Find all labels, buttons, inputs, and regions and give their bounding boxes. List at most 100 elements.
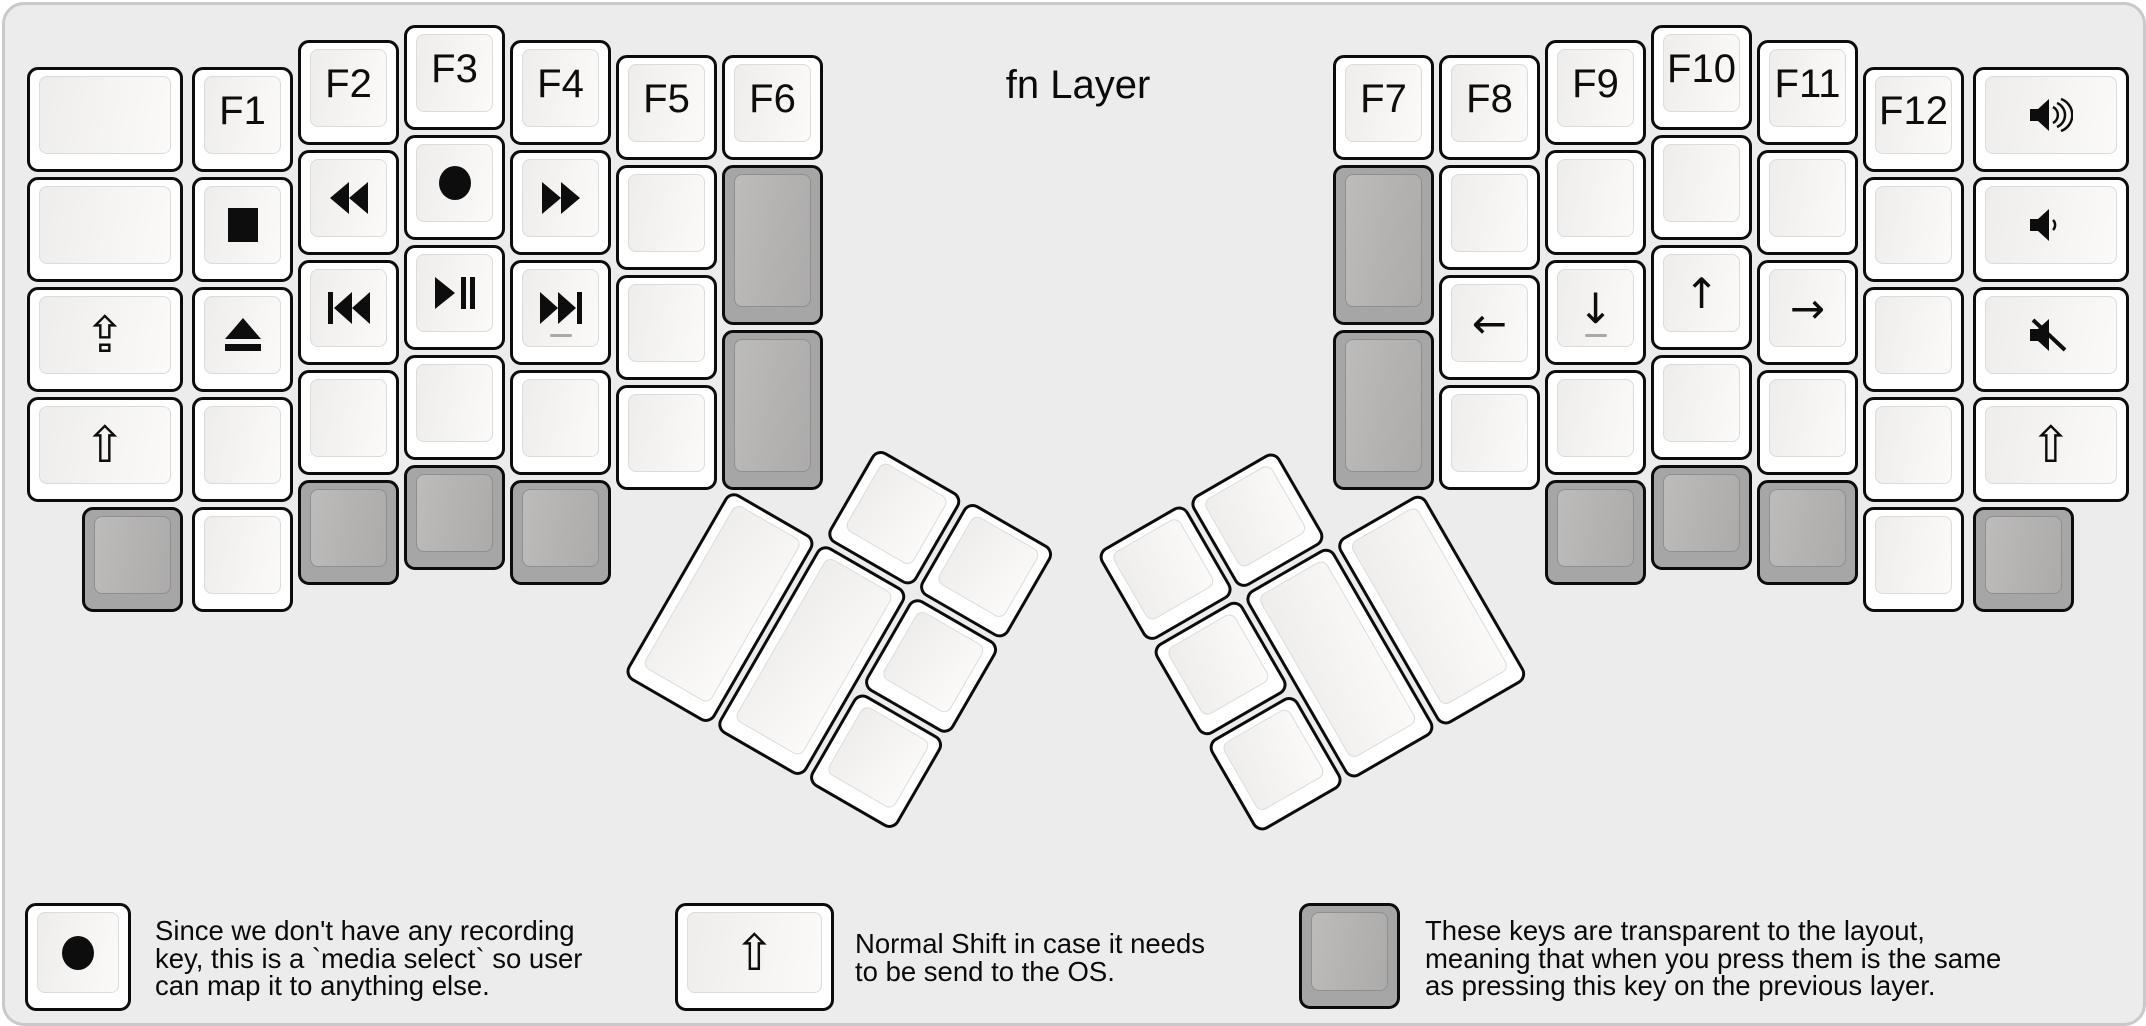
key-mute[interactable] bbox=[1973, 287, 2129, 392]
keycap-surface bbox=[37, 912, 119, 993]
key-transparent[interactable] bbox=[1333, 165, 1434, 325]
key-blank[interactable] bbox=[298, 370, 399, 475]
key-blank[interactable] bbox=[1757, 150, 1858, 255]
legend-text-line: These keys are transparent to the layout… bbox=[1425, 915, 1925, 946]
key-blank[interactable] bbox=[404, 355, 505, 460]
key-transparent[interactable] bbox=[722, 330, 823, 490]
legend-text-line: to be send to the OS. bbox=[855, 955, 1115, 987]
key-blank[interactable] bbox=[27, 67, 183, 172]
key-next-track[interactable] bbox=[510, 260, 611, 365]
key-blank[interactable] bbox=[616, 275, 717, 380]
key-blank[interactable] bbox=[1439, 385, 1540, 490]
key-fast-forward[interactable] bbox=[510, 150, 611, 255]
keycap-surface bbox=[628, 394, 705, 472]
keycap-surface bbox=[204, 186, 281, 264]
key-f10[interactable]: F10 bbox=[1651, 25, 1752, 130]
key-caps-lock[interactable]: ⇪ bbox=[27, 287, 183, 392]
key-transparent[interactable] bbox=[82, 507, 183, 612]
key-arrow-right[interactable]: → bbox=[1757, 260, 1858, 365]
keycap-surface bbox=[204, 406, 281, 484]
key-label: ↑ bbox=[1683, 268, 1720, 318]
key-blank[interactable] bbox=[510, 370, 611, 475]
key-f2[interactable]: F2 bbox=[298, 40, 399, 145]
keycap-surface bbox=[522, 269, 599, 347]
keycap-surface bbox=[825, 704, 932, 811]
key-transparent[interactable] bbox=[1333, 330, 1434, 490]
key-label: F3 bbox=[431, 47, 478, 91]
playpause-icon bbox=[434, 277, 475, 309]
key-transparent[interactable] bbox=[1757, 480, 1858, 585]
key-volume-down[interactable] bbox=[1973, 177, 2129, 282]
key-blank[interactable] bbox=[1863, 397, 1964, 502]
key-play-pause[interactable] bbox=[404, 245, 505, 350]
key-blank[interactable] bbox=[1651, 135, 1752, 240]
keycap-surface bbox=[1202, 463, 1308, 570]
keycap-surface bbox=[310, 269, 387, 347]
key-arrow-up[interactable]: ↑ bbox=[1651, 245, 1752, 350]
keycap-surface bbox=[1985, 516, 2062, 594]
key-transparent[interactable] bbox=[510, 480, 611, 585]
key-prev-track[interactable] bbox=[298, 260, 399, 365]
key-transparent[interactable] bbox=[1651, 465, 1752, 570]
key-blank[interactable] bbox=[1545, 370, 1646, 475]
key-blank[interactable] bbox=[616, 165, 717, 270]
keycap-surface bbox=[1875, 296, 1952, 374]
key-shift-right[interactable]: ⇧ bbox=[1973, 397, 2129, 502]
legend-text-line: as pressing this key on the previous lay… bbox=[1425, 970, 1936, 1001]
key-blank[interactable] bbox=[1439, 165, 1540, 270]
key-f11[interactable]: F11 bbox=[1757, 40, 1858, 145]
key-blank[interactable] bbox=[1863, 507, 1964, 612]
key-rewind[interactable] bbox=[298, 150, 399, 255]
keycap-surface bbox=[39, 186, 171, 264]
key-f12[interactable]: F12 bbox=[1863, 67, 1964, 172]
key-transparent[interactable] bbox=[722, 165, 823, 325]
key-blank[interactable] bbox=[192, 507, 293, 612]
key-blank[interactable] bbox=[1863, 177, 1964, 282]
key-label: F9 bbox=[1572, 62, 1619, 106]
key-f4[interactable]: F4 bbox=[510, 40, 611, 145]
key-volume-up[interactable] bbox=[1973, 67, 2129, 172]
key-f8[interactable]: F8 bbox=[1439, 55, 1540, 160]
key-label: F7 bbox=[1360, 77, 1407, 121]
key-f5[interactable]: F5 bbox=[616, 55, 717, 160]
key-transparent[interactable] bbox=[404, 465, 505, 570]
legend-key-record bbox=[25, 903, 131, 1011]
keycap-surface: F1 bbox=[204, 76, 281, 154]
keycap-surface bbox=[1110, 516, 1217, 623]
key-f6[interactable]: F6 bbox=[722, 55, 823, 160]
key-f7[interactable]: F7 bbox=[1333, 55, 1434, 160]
key-transparent[interactable] bbox=[298, 480, 399, 585]
key-f3[interactable]: F3 bbox=[404, 25, 505, 130]
keycap-surface: ⇧ bbox=[1985, 406, 2117, 484]
keycap-surface: ← bbox=[1451, 284, 1528, 362]
keycap-surface bbox=[628, 284, 705, 362]
key-blank[interactable] bbox=[192, 397, 293, 502]
key-blank[interactable] bbox=[616, 385, 717, 490]
key-shift-left[interactable]: ⇧ bbox=[27, 397, 183, 502]
key-f1[interactable]: F1 bbox=[192, 67, 293, 172]
keycap-surface bbox=[310, 379, 387, 457]
key-f9[interactable]: F9 bbox=[1545, 40, 1646, 145]
keycap-surface: → bbox=[1769, 269, 1846, 347]
key-blank[interactable] bbox=[1545, 150, 1646, 255]
key-blank[interactable] bbox=[27, 177, 183, 282]
key-eject[interactable] bbox=[192, 287, 293, 392]
key-arrow-down[interactable]: ↓ bbox=[1545, 260, 1646, 365]
key-stop[interactable] bbox=[192, 177, 293, 282]
key-transparent[interactable] bbox=[1973, 507, 2074, 612]
keycap-surface bbox=[416, 254, 493, 332]
key-transparent[interactable] bbox=[1545, 480, 1646, 585]
key-blank[interactable] bbox=[1863, 287, 1964, 392]
key-arrow-left[interactable]: ← bbox=[1439, 275, 1540, 380]
key-record[interactable] bbox=[404, 135, 505, 240]
key-label: → bbox=[1789, 283, 1826, 333]
keycap-surface: F3 bbox=[416, 34, 493, 112]
key-blank[interactable] bbox=[1757, 370, 1858, 475]
keycap-surface bbox=[310, 159, 387, 237]
mute-icon bbox=[2029, 318, 2073, 352]
keycap-surface bbox=[1663, 474, 1740, 552]
keycap-surface bbox=[522, 159, 599, 237]
key-blank[interactable] bbox=[1651, 355, 1752, 460]
